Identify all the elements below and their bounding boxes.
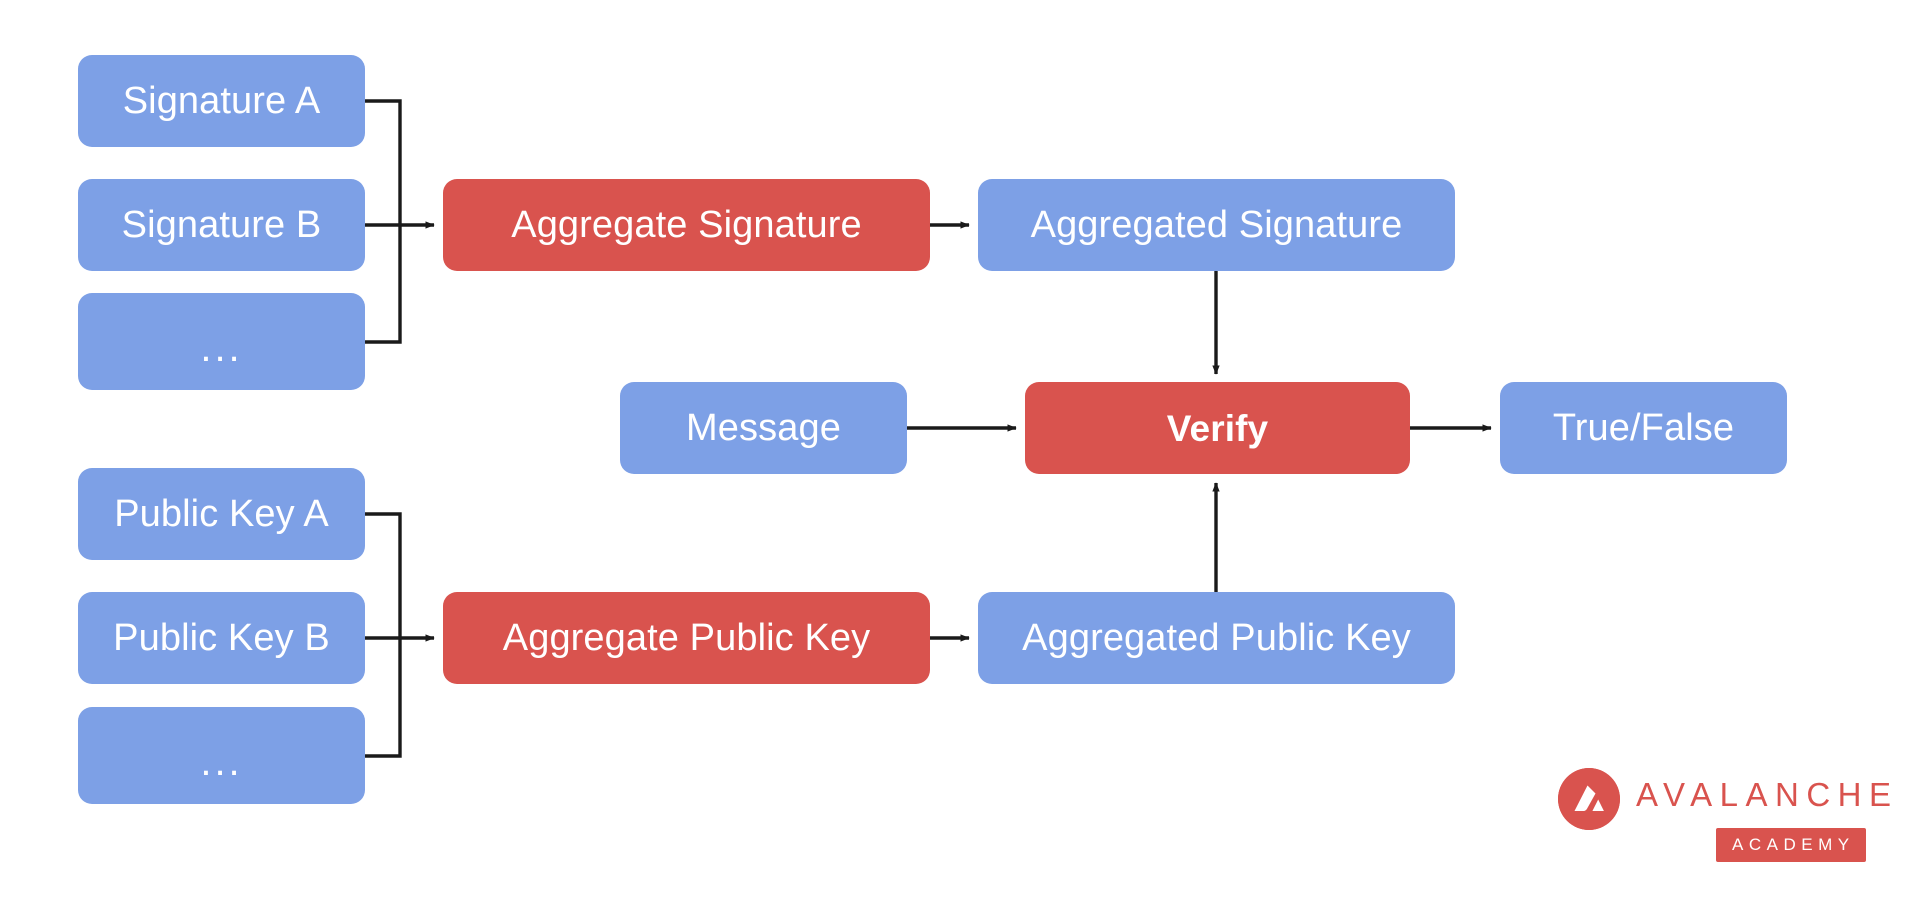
node-label: ... [200,326,243,370]
node-label: Verify [1166,407,1269,449]
edge-pk-a-to-aggregate [365,512,402,638]
node-label: Aggregated Signature [1030,204,1403,246]
node-label: Aggregate Public Key [502,617,871,659]
edge-pk-more-to-aggregate [365,638,402,758]
node-message[interactable]: Message [620,382,907,474]
avalanche-logo-icon [1558,768,1620,830]
node-signature-b[interactable]: Signature B [78,179,365,271]
node-signature-more[interactable]: ... [78,293,365,390]
node-aggregate-public-key[interactable]: Aggregate Public Key [443,592,930,684]
node-public-key-b[interactable]: Public Key B [78,592,365,684]
node-label: Signature B [121,204,322,246]
node-aggregated-public-key[interactable]: Aggregated Public Key [978,592,1455,684]
avalanche-wordmark: AVALANCHE [1636,776,1899,813]
edge-sig-a-to-aggregate [365,99,402,225]
node-signature-a[interactable]: Signature A [78,55,365,147]
node-aggregated-signature[interactable]: Aggregated Signature [978,179,1455,271]
node-aggregate-signature[interactable]: Aggregate Signature [443,179,930,271]
academy-badge: ACADEMY [1716,828,1866,862]
node-label: Public Key B [113,617,330,659]
node-label: True/False [1552,407,1735,449]
node-label: ... [200,740,243,784]
node-label: Signature A [122,80,321,122]
node-public-key-a[interactable]: Public Key A [78,468,365,560]
node-label: Aggregated Public Key [1022,617,1411,659]
node-verify[interactable]: Verify [1025,382,1410,474]
node-label: Aggregate Signature [511,204,862,246]
avalanche-academy-logo: AVALANCHE ACADEMY [1558,762,1891,872]
node-public-key-more[interactable]: ... [78,707,365,804]
node-label: Public Key A [114,493,329,535]
node-true-false[interactable]: True/False [1500,382,1787,474]
edge-sig-more-to-aggregate [365,225,402,344]
node-label: Message [686,407,841,449]
